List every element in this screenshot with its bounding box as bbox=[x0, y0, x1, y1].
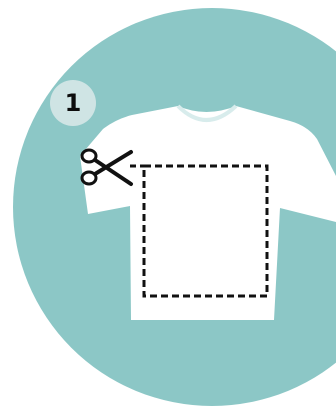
step-badge: 1 bbox=[50, 80, 96, 126]
step-number: 1 bbox=[65, 91, 82, 115]
tshirt-illustration bbox=[80, 106, 336, 320]
